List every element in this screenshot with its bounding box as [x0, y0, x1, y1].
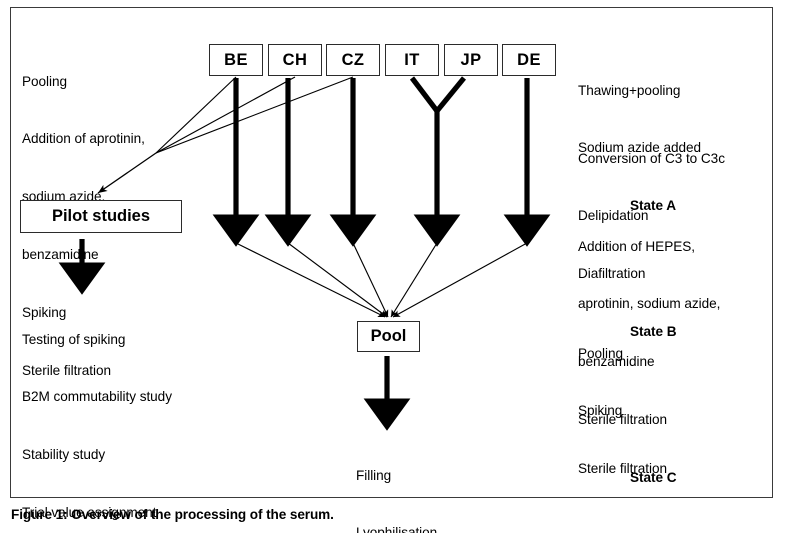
left-top-line-4: benzamidine: [22, 247, 99, 263]
node-pilot-studies[interactable]: Pilot studies: [20, 200, 182, 233]
state-b-line-2: Delipidation: [578, 208, 649, 224]
country-box-it[interactable]: IT: [385, 44, 439, 76]
state-a-line-1: Thawing+pooling: [578, 82, 681, 98]
state-c-badge-text: State C: [630, 470, 677, 486]
right-group-state-c: Addition of HEPES, aprotinin, sodium azi…: [578, 198, 720, 526]
outcome-line-1: Testing of spiking: [22, 331, 126, 347]
state-c-line-4: Sterile filtration: [578, 412, 668, 428]
country-box-cz[interactable]: CZ: [326, 44, 380, 76]
country-box-ch[interactable]: CH: [268, 44, 322, 76]
outcome-line-4: Trial value assignment: [22, 505, 157, 521]
figure-caption: Figure 1: Overview of the processing of …: [11, 507, 334, 522]
figure-outer-border: [10, 7, 773, 498]
right-group-final: Pooling Spiking Sterile filtration: [578, 305, 667, 517]
left-top-line-1: Pooling: [22, 73, 67, 89]
state-a-line-2: Sodium azide added: [578, 140, 702, 156]
state-b-line-1: Conversion of C3 to C3c: [578, 150, 725, 166]
state-b-line-3: Diafiltration: [578, 266, 646, 282]
final-line-1: Pooling: [578, 345, 623, 361]
right-group-state-a: Thawing+pooling Sodium azide added State…: [578, 42, 701, 254]
node-pool[interactable]: Pool: [357, 321, 420, 352]
left-top-line-5: Spiking: [22, 305, 67, 321]
country-box-jp[interactable]: JP: [444, 44, 498, 76]
outcome-line-2: B2M commutability study: [22, 389, 172, 405]
pool-output-line-1: Filling: [356, 467, 392, 483]
right-group-state-b: Conversion of C3 to C3c Delipidation Dia…: [578, 110, 725, 380]
state-a-badge: State A: [578, 196, 701, 215]
state-b-badge-text: State B: [630, 324, 677, 340]
country-box-be[interactable]: BE: [209, 44, 263, 76]
state-c-line-1: Addition of HEPES,: [578, 238, 695, 254]
pool-output-steps-text: Filling Lyophilisation: [356, 427, 437, 533]
left-bottom-outcomes-text: Testing of spiking B2M commutability stu…: [22, 291, 172, 533]
outcome-line-3: Stability study: [22, 447, 106, 463]
country-box-de[interactable]: DE: [502, 44, 556, 76]
pool-output-line-2: Lyophilisation: [356, 525, 438, 533]
final-line-2: Spiking: [578, 403, 623, 419]
state-a-badge-text: State A: [630, 198, 676, 214]
left-top-line-2: Addition of aprotinin,: [22, 131, 145, 147]
final-line-3: Sterile filtration: [578, 461, 668, 477]
state-c-line-3: benzamidine: [578, 354, 655, 370]
left-top-line-6: Sterile filtration: [22, 363, 112, 379]
state-c-badge: State C: [578, 468, 720, 487]
state-b-badge: State B: [578, 322, 725, 341]
state-c-line-2: aprotinin, sodium azide,: [578, 296, 721, 312]
